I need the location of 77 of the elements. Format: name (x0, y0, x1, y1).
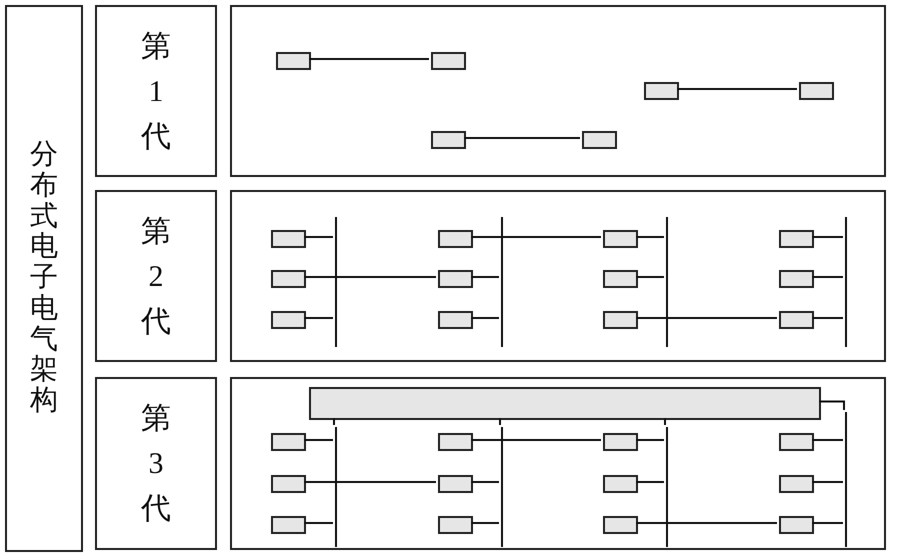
connector-line (636, 276, 664, 278)
ecu-box (603, 270, 638, 288)
ecu-box (438, 270, 473, 288)
ecu-box (431, 131, 466, 149)
title-box (5, 5, 83, 552)
vertical-label: 第1代 (141, 28, 171, 154)
connector-line (471, 276, 499, 278)
generation-label-box (95, 377, 217, 550)
ecu-box (438, 433, 473, 451)
ecu-box (582, 131, 617, 149)
generation-label-box (95, 5, 217, 177)
connector-line (304, 522, 333, 524)
connector-line (636, 439, 664, 441)
connector-line (333, 418, 335, 425)
connector-line (471, 522, 499, 524)
ecu-box (271, 311, 306, 329)
bus-line (666, 217, 668, 347)
ecu-box (603, 475, 638, 493)
ecu-box (779, 311, 814, 329)
ecu-box (438, 311, 473, 329)
ecu-box (644, 82, 679, 100)
connector-line (464, 137, 580, 139)
ecu-box (271, 230, 306, 248)
ecu-box (271, 270, 306, 288)
connector-line (664, 418, 666, 425)
connector-line (471, 317, 499, 319)
ecu-box (271, 433, 306, 451)
generation-label-box (95, 190, 217, 362)
bus-line (666, 427, 668, 547)
ecu-box (779, 270, 814, 288)
ecu-box (603, 230, 638, 248)
connector-line (812, 439, 843, 441)
bus-line (335, 217, 337, 347)
connector-line (812, 481, 843, 483)
connector-line (471, 439, 601, 441)
ecu-box (779, 230, 814, 248)
ecu-box (799, 82, 834, 100)
ecu-box (603, 311, 638, 329)
ecu-box (431, 52, 466, 70)
connector-line (812, 276, 843, 278)
connector-line (636, 236, 664, 238)
bus-line (335, 427, 337, 547)
connector-line (819, 400, 845, 410)
connector-line (499, 418, 501, 425)
ecu-box (276, 52, 311, 70)
bus-line (845, 217, 847, 347)
connector-line (812, 522, 843, 524)
connector-line (309, 58, 429, 60)
ecu-box (271, 516, 306, 534)
architecture-panel (230, 377, 886, 550)
connector-line (471, 481, 499, 483)
ecu-box (603, 433, 638, 451)
ecu-box (779, 475, 814, 493)
ecu-box (779, 516, 814, 534)
ecu-box (438, 475, 473, 493)
connector-line (304, 439, 333, 441)
central-controller-bar (309, 387, 821, 420)
ecu-box (438, 230, 473, 248)
bus-line (501, 217, 503, 347)
ecu-box (603, 516, 638, 534)
vertical-label: 第3代 (141, 401, 171, 527)
connector-line (677, 88, 797, 90)
connector-line (812, 317, 843, 319)
ecu-box (271, 475, 306, 493)
connector-line (304, 236, 333, 238)
ecu-box (779, 433, 814, 451)
architecture-panel (230, 190, 886, 362)
bus-line (845, 412, 847, 547)
connector-line (636, 481, 664, 483)
bus-line (501, 427, 503, 547)
connector-line (812, 236, 843, 238)
connector-line (304, 317, 333, 319)
architecture-panel (230, 5, 886, 177)
connector-line (471, 236, 601, 238)
vertical-label: 分布式电子电气架构 (30, 140, 58, 418)
ecu-box (438, 516, 473, 534)
vertical-label: 第2代 (141, 214, 171, 340)
